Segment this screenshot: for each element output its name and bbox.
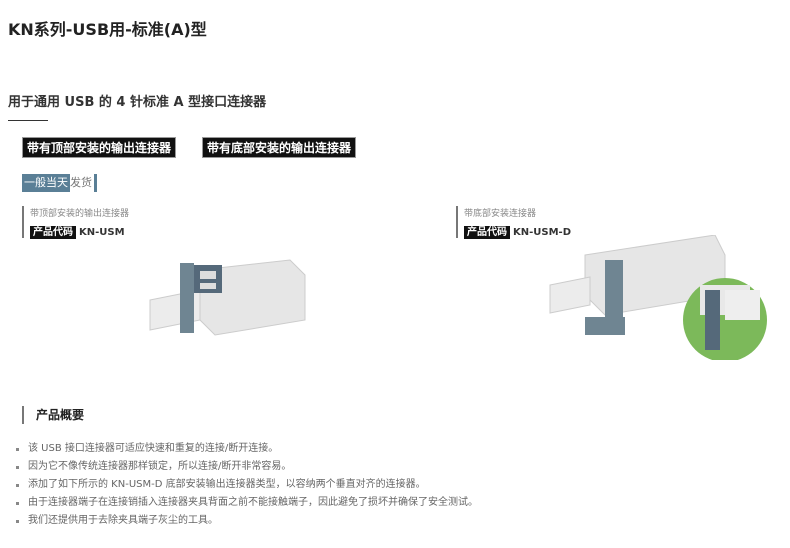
tab-top-mount[interactable]: 带有顶部安装的输出连接器 <box>22 137 177 158</box>
badge-rest: 发货 <box>70 174 97 192</box>
product-caption: 带顶部安装的输出连接器 <box>30 209 130 219</box>
subtitle-underline <box>8 120 48 121</box>
connector-image-bottom <box>549 235 767 360</box>
product-caption: 带底部安装连接器 <box>464 209 537 219</box>
list-item: 由于连接器端子在连接销插入连接器夹具背面之前不能接触端子，因此避免了损坏并确保了… <box>16 496 478 514</box>
overview-list: 该 USB 接口连接器可适应快速和重复的连接/断开连接。 因为它不像传统连接器那… <box>10 442 478 532</box>
list-item: 该 USB 接口连接器可适应快速和重复的连接/断开连接。 <box>16 442 478 460</box>
section-subtitle: 用于通用 USB 的 4 针标准 A 型接口连接器 <box>8 95 267 110</box>
overview-heading: 产品概要 <box>22 406 84 424</box>
tab-bottom-mount[interactable]: 带有底部安装的输出连接器 <box>202 137 357 158</box>
page-title: KN系列-USB用-标准(A)型 <box>8 20 207 39</box>
list-item: 我们还提供用于去除夹具端子灰尘的工具。 <box>16 514 478 532</box>
connector-image-top <box>149 259 306 336</box>
badge-highlight: 一般当天 <box>22 174 70 192</box>
product-code-label: 产品代码 <box>30 226 76 239</box>
shipping-badge: 一般当天 发货 <box>22 174 97 192</box>
product-code: KN-USM <box>79 227 125 238</box>
product-code-label: 产品代码 <box>464 226 510 239</box>
list-item: 添加了如下所示的 KN-USM-D 底部安装输出连接器类型，以容纳两个垂直对齐的… <box>16 478 478 496</box>
product-code: KN-USM-D <box>513 227 571 238</box>
list-item: 因为它不像传统连接器那样锁定，所以连接/断开非常容易。 <box>16 460 478 478</box>
